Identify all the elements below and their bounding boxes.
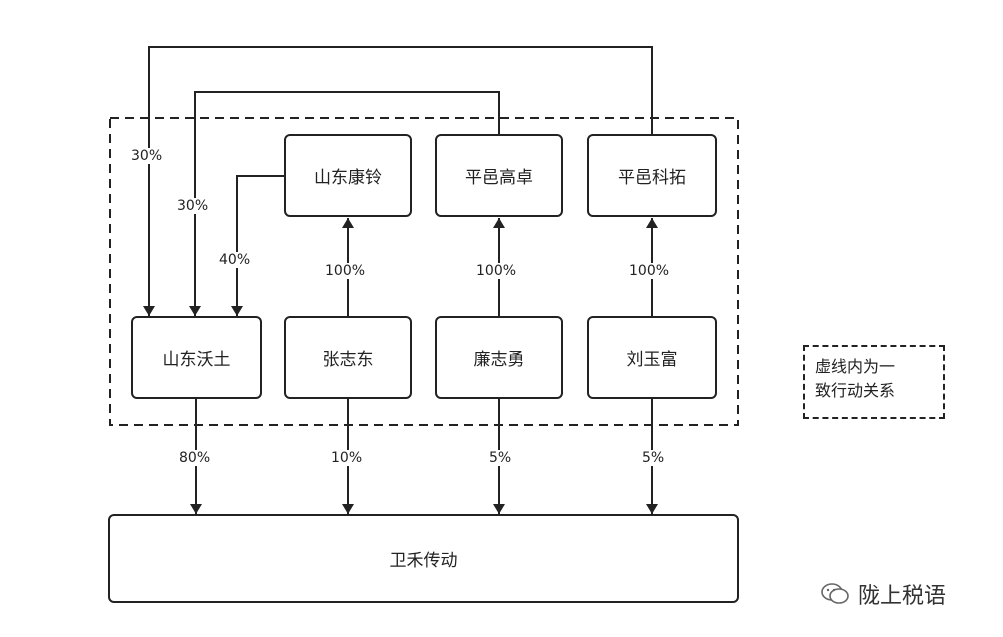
node-shandong-kangling: 山东康铃 bbox=[284, 134, 412, 217]
watermark-text: 陇上税语 bbox=[858, 584, 947, 609]
label-liu-to-ketuo: 100% bbox=[627, 263, 672, 279]
label-lian-to-weihe: 5% bbox=[487, 450, 514, 466]
watermark: 陇上税语 bbox=[820, 578, 946, 610]
edge-kangling-to-wotu bbox=[231, 175, 284, 316]
node-pingyi-gaozhuo: 平邑高卓 bbox=[435, 134, 563, 217]
label-zhang-to-weihe: 10% bbox=[329, 450, 365, 466]
label-liu-to-weihe: 5% bbox=[640, 450, 667, 466]
label-ketuo-to-wotu: 30% bbox=[129, 148, 165, 164]
wechat-icon bbox=[821, 583, 849, 604]
label-zhang-to-kangling: 100% bbox=[323, 263, 368, 279]
label-lian-to-gaozhuo: 100% bbox=[474, 263, 519, 279]
node-shandong-wotu: 山东沃土 bbox=[131, 316, 262, 399]
label-gaozhuo-to-wotu: 30% bbox=[175, 198, 211, 214]
node-weihe-chuandong: 卫禾传动 bbox=[108, 514, 739, 603]
node-liu-yufu: 刘玉富 bbox=[587, 316, 717, 399]
legend-line-1: 虚线内为一 bbox=[815, 357, 896, 376]
node-pingyi-ketuo: 平邑科拓 bbox=[587, 134, 717, 217]
legend-box: 虚线内为一 致行动关系 bbox=[803, 345, 945, 419]
edge-ketuo-to-wotu bbox=[143, 46, 653, 316]
node-zhang-zhidong: 张志东 bbox=[284, 316, 412, 399]
label-kangling-to-wotu: 40% bbox=[217, 252, 253, 268]
label-wotu-to-weihe: 80% bbox=[177, 450, 213, 466]
legend-line-2: 致行动关系 bbox=[815, 381, 896, 400]
node-lian-zhiyong: 廉志勇 bbox=[435, 316, 563, 399]
concerted-action-boundary bbox=[109, 117, 739, 426]
